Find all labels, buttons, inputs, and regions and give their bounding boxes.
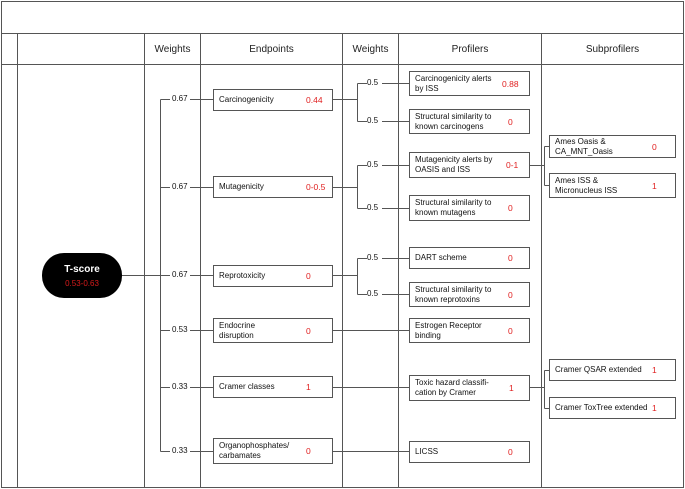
endpoint-weight: 0.33 — [172, 446, 188, 455]
subprofiler-box: Cramer ToxTree extended 1 — [549, 397, 676, 419]
profiler-weight: 0.5 — [367, 253, 379, 262]
subprofiler-label: Ames ISS & Micronucleus ISS — [555, 175, 618, 195]
endpoint-box-endocrine-disruption: Endocrine disruption 0 — [213, 318, 333, 343]
subprofiler-value: 1 — [652, 365, 657, 375]
profiler-label: DART scheme — [415, 253, 467, 262]
subprofiler-box: Ames ISS & Micronucleus ISS 1 — [549, 173, 676, 198]
profiler-box: Structural similarity to known mutagens … — [409, 195, 530, 221]
profiler-weight: 0.5 — [367, 78, 379, 87]
header-weights-2: Weights — [352, 43, 389, 55]
profiler-label: Mutagenicity alerts by OASIS and ISS — [415, 155, 493, 174]
profiler-box: Carcinogenicity alerts by ISS 0.88 — [409, 71, 530, 96]
profiler-value: 0 — [508, 325, 513, 336]
profiler-value: 0 — [508, 116, 513, 127]
profiler-label: Toxic hazard classifi- cation by Cramer — [415, 378, 489, 397]
subprofiler-box: Cramer QSAR extended 1 — [549, 359, 676, 381]
endpoint-box-mutagenicity: Mutagenicity 0-0.5 — [213, 176, 333, 198]
endpoint-weight: 0.53 — [172, 325, 188, 334]
profiler-box: DART scheme 0 — [409, 247, 530, 269]
profiler-label: LICSS — [415, 447, 439, 456]
subprofiler-value: 1 — [652, 180, 657, 191]
profiler-value: 1 — [509, 383, 514, 393]
endpoint-value: 0-0.5 — [306, 182, 326, 192]
profiler-label: Structural similarity to known reprotoxi… — [415, 284, 492, 304]
subprofiler-label: Cramer QSAR extended — [555, 365, 642, 374]
endpoint-box-carcinogenicity: Carcinogenicity 0.44 — [213, 89, 333, 111]
endpoint-label: Organophosphates/ carbamates — [219, 441, 290, 460]
profiler-label: Structural similarity to known mutagens — [415, 198, 492, 217]
endpoint-weight: 0.67 — [172, 94, 188, 103]
profiler-value: 0 — [508, 253, 513, 263]
endpoint-label: Carcinogenicity — [219, 95, 274, 104]
profiler-box: Toxic hazard classifi- cation by Cramer … — [409, 375, 530, 401]
header-profilers: Profilers — [451, 43, 489, 55]
endpoint-value: 0.44 — [306, 95, 323, 105]
endpoint-value: 0 — [306, 325, 311, 336]
tscore-node: T-score 0.53-0.63 — [42, 253, 122, 298]
endpoint-label: Mutagenicity — [219, 182, 264, 191]
endpoint-weight: 0.67 — [172, 182, 188, 191]
endpoint-label: Endocrine disruption — [219, 320, 256, 340]
profiler-value: 0-1 — [506, 160, 519, 170]
endpoint-value: 0 — [306, 271, 311, 281]
subprofiler-value: 1 — [652, 403, 657, 413]
header-endpoints: Endpoints — [249, 43, 294, 55]
header-subprofilers: Subprofilers — [585, 43, 640, 55]
profiler-box: Mutagenicity alerts by OASIS and ISS 0-1 — [409, 152, 530, 178]
endpoint-label: Reprotoxicity — [219, 271, 266, 280]
subprofiler-value: 0 — [652, 141, 657, 152]
profiler-label: Estrogen Receptor binding — [415, 320, 482, 340]
tscore-value: 0.53-0.63 — [65, 279, 99, 288]
profiler-weight: 0.5 — [367, 116, 379, 125]
profiler-box: Structural similarity to known carcinoge… — [409, 109, 530, 134]
endpoint-value: 1 — [306, 382, 311, 392]
tscore-label: T-score — [64, 264, 100, 275]
profiler-label: Structural similarity to known carcinoge… — [415, 111, 492, 131]
subprofiler-label: Cramer ToxTree extended — [555, 403, 648, 412]
endpoint-weight: 0.33 — [172, 382, 188, 391]
endpoint-label: Cramer classes — [219, 382, 275, 391]
profiler-box: LICSS 0 — [409, 441, 530, 463]
endpoint-value: 0 — [306, 446, 311, 456]
profiler-value: 0 — [508, 447, 513, 457]
endpoint-box-reprotoxicity: Reprotoxicity 0 — [213, 265, 333, 287]
endpoint-box-cramer-classes: Cramer classes 1 — [213, 376, 333, 398]
endpoint-box-organophosphates: Organophosphates/ carbamates 0 — [213, 438, 333, 464]
profiler-label: Carcinogenicity alerts by ISS — [415, 73, 492, 93]
header-weights-1: Weights — [154, 43, 191, 55]
profiler-box: Estrogen Receptor binding 0 — [409, 318, 530, 343]
profiler-weight: 0.5 — [367, 289, 379, 298]
profiler-weight: 0.5 — [367, 203, 379, 212]
endpoint-weight: 0.67 — [172, 270, 188, 279]
profiler-box: Structural similarity to known reprotoxi… — [409, 282, 530, 307]
profiler-value: 0.88 — [502, 78, 519, 89]
profiler-value: 0 — [508, 203, 513, 213]
profiler-weight: 0.5 — [367, 160, 379, 169]
profiler-value: 0 — [508, 289, 513, 300]
subprofiler-box: Ames Oasis & CA_MNT_Oasis 0 — [549, 135, 676, 158]
subprofiler-label: Ames Oasis & CA_MNT_Oasis — [555, 136, 613, 156]
